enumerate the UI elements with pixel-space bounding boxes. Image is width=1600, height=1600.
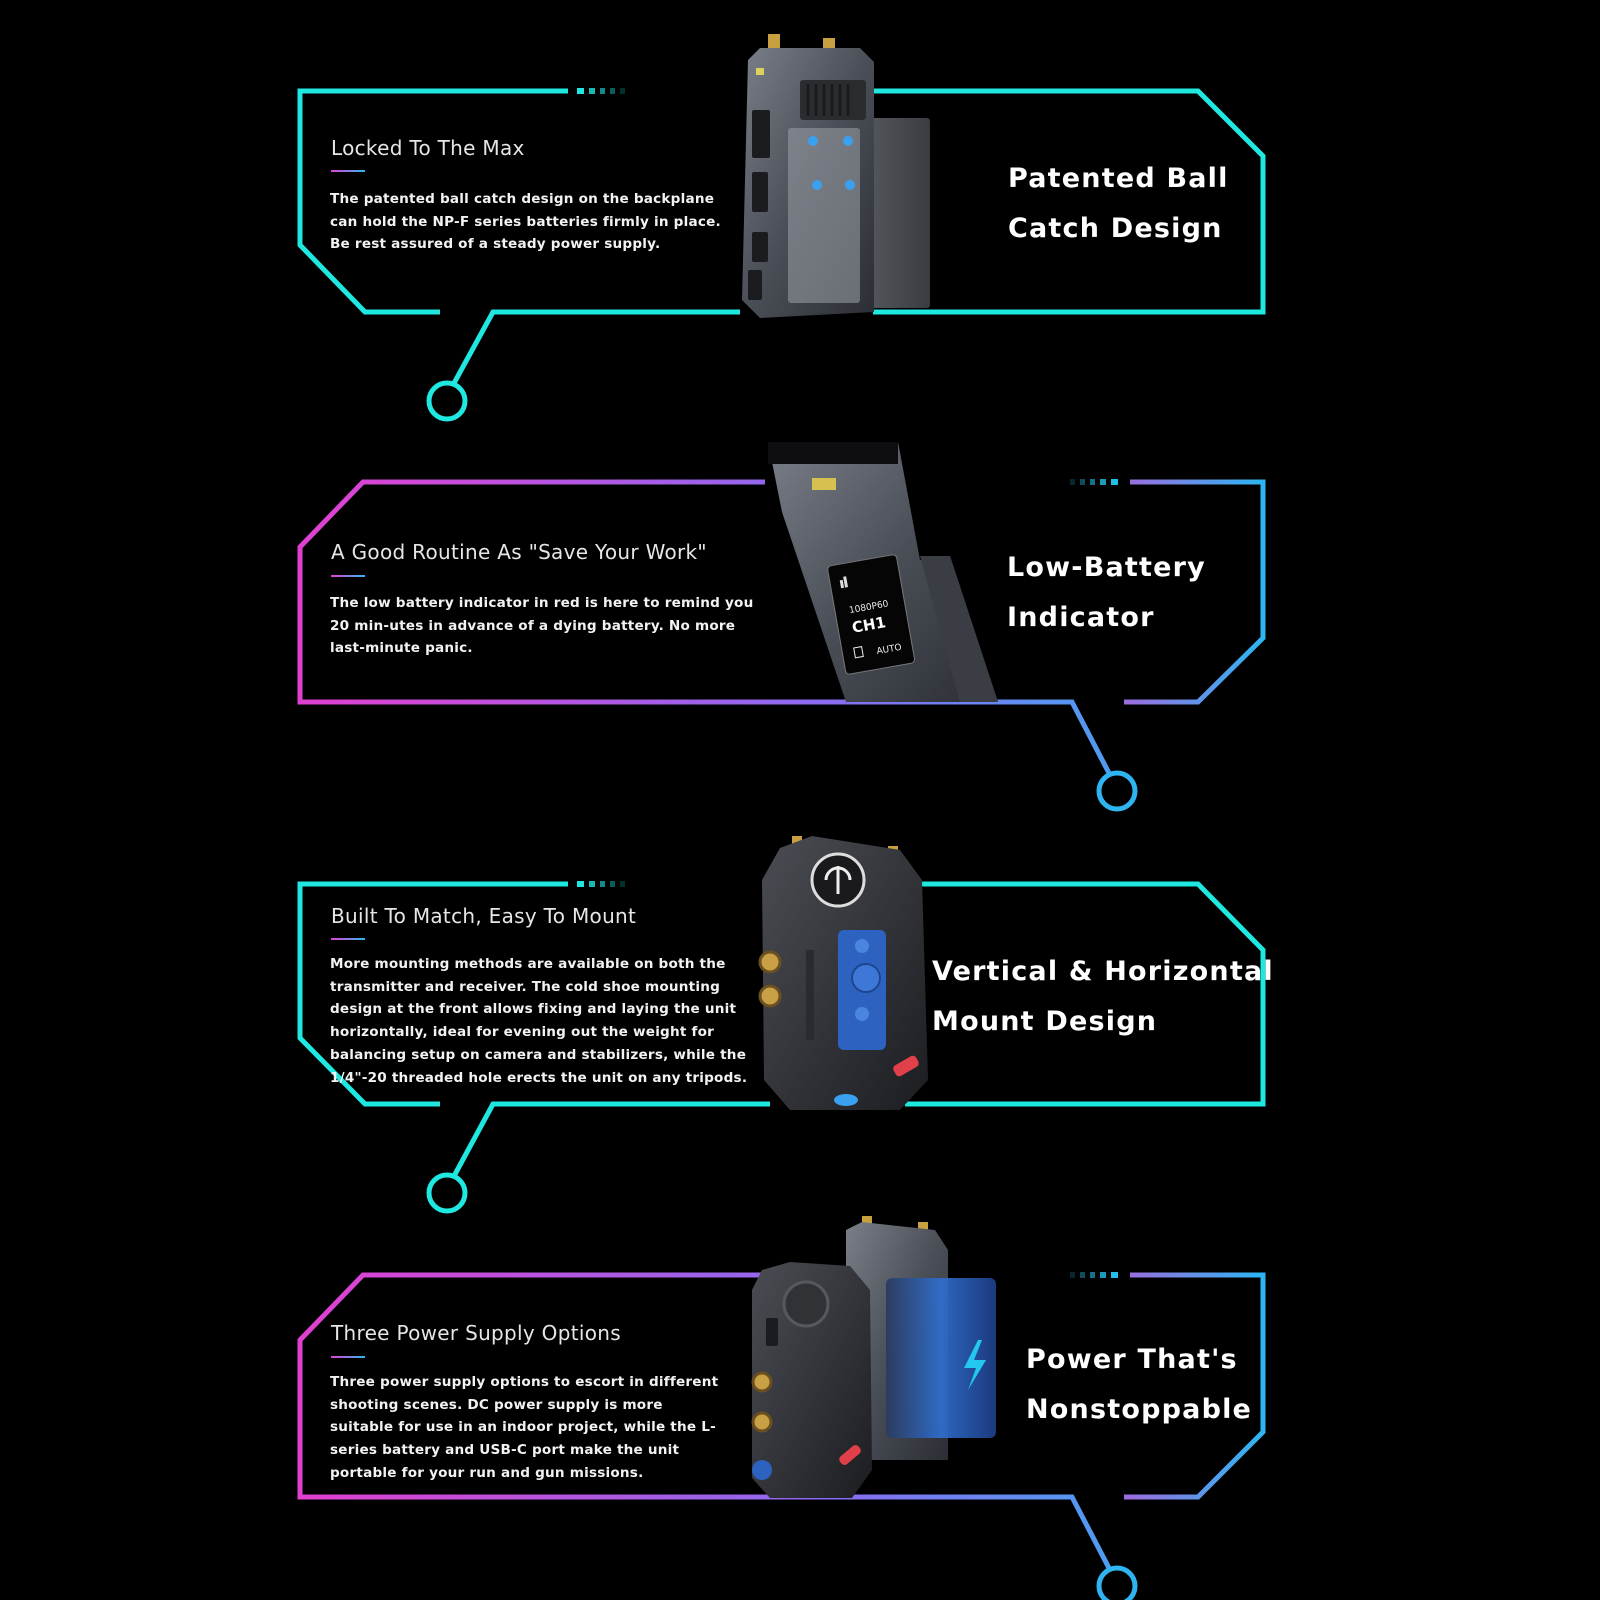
section-1-title: Locked To The Max <box>331 136 525 160</box>
title-underline <box>331 938 365 940</box>
dash-decoration <box>1070 1272 1118 1278</box>
headline-line: Indicator <box>1007 602 1155 633</box>
headline-line: Power That's <box>1026 1344 1238 1375</box>
screen-channel-text: CH1 <box>851 613 888 637</box>
connector-node <box>426 380 468 422</box>
section-4-headline: Power That's Nonstoppable <box>1026 1335 1252 1435</box>
section-3-headline: Vertical & Horizontal Mount Design <box>932 947 1274 1047</box>
title-underline <box>331 1356 365 1358</box>
headline-line: Catch Design <box>1008 213 1223 244</box>
oled-device-image: 1080P60 CH1 AUTO <box>768 442 998 702</box>
headline-line: Low-Battery <box>1007 552 1206 583</box>
headline-line: Nonstoppable <box>1026 1394 1253 1425</box>
title-underline <box>331 575 365 577</box>
dash-decoration <box>577 881 625 887</box>
section-1-frame <box>297 88 1266 422</box>
section-1-headline: Patented Ball Catch Design <box>1008 154 1229 254</box>
section-1-body: The patented ball catch design on the ba… <box>330 191 721 253</box>
device-pair-image <box>751 1216 996 1498</box>
section-3-title: Built To Match, Easy To Mount <box>331 904 637 928</box>
lightning-icon <box>964 1340 986 1390</box>
headline-line: Patented Ball <box>1008 163 1229 194</box>
section-4-frame <box>297 1272 1266 1600</box>
section-3-body: More mounting methods are available on b… <box>330 956 748 1086</box>
dash-decoration <box>577 88 625 94</box>
section-3-frame <box>297 881 1266 1214</box>
section-4-title: Three Power Supply Options <box>331 1321 621 1345</box>
title-underline <box>331 170 365 172</box>
section-2-title: A Good Routine As "Save Your Work" <box>331 540 707 564</box>
receiver-device-image <box>758 836 928 1110</box>
section-4-body: Three power supply options to escort in … <box>330 1374 719 1481</box>
screen-mode-text: AUTO <box>876 643 903 657</box>
transmitter-device-image <box>742 34 930 318</box>
section-2-frame <box>297 479 1266 812</box>
section-2-headline: Low-Battery Indicator <box>1007 543 1206 643</box>
headline-line: Vertical & Horizontal <box>932 956 1274 987</box>
dash-decoration <box>1070 479 1118 485</box>
headline-line: Mount Design <box>932 1006 1158 1037</box>
oled-screen: 1080P60 CH1 AUTO <box>827 554 916 675</box>
section-2-body: The low battery indicator in red is here… <box>330 595 754 657</box>
